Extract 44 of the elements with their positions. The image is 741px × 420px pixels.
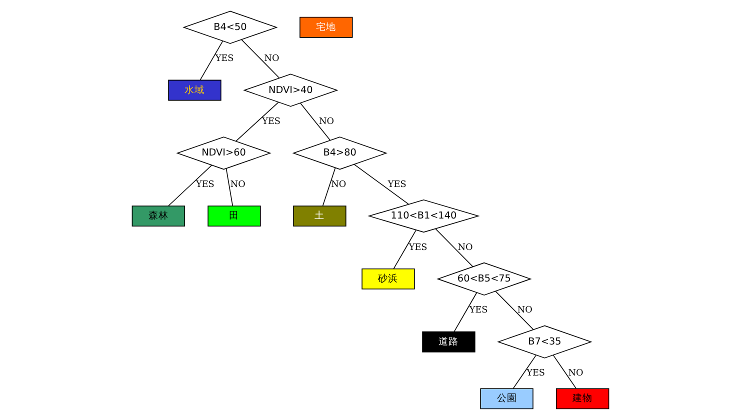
node-box: 公園 xyxy=(480,388,534,410)
connector xyxy=(435,228,474,268)
connector xyxy=(168,164,212,206)
connector xyxy=(552,354,576,389)
edge-label: NO xyxy=(319,116,334,127)
edge-label: NO xyxy=(230,180,246,190)
node-diamond: B4<50 xyxy=(182,10,278,44)
node-box: 土 xyxy=(293,206,346,227)
node-box: 森林 xyxy=(132,206,186,227)
node-diamond: B4>80 xyxy=(292,136,388,170)
node-box: 田 xyxy=(208,206,261,227)
node-diamond: NDVI>60 xyxy=(176,136,272,170)
connector xyxy=(200,40,224,80)
node-box: 宅地 xyxy=(300,16,353,38)
edge-label: NO xyxy=(517,306,532,316)
connector xyxy=(236,102,279,142)
connector xyxy=(512,354,536,389)
edge-label: YES xyxy=(262,116,281,127)
node-diamond: 110<B1<140 xyxy=(368,200,480,233)
connector xyxy=(226,168,234,206)
node-box: 道路 xyxy=(422,331,476,352)
node-diamond: 60<B5<75 xyxy=(436,262,532,296)
node-box: 建物 xyxy=(556,388,610,410)
connector xyxy=(454,292,478,332)
edge-label: YES xyxy=(469,306,488,316)
edge-label: NO xyxy=(264,54,280,64)
edge-label: YES xyxy=(215,54,234,64)
connector xyxy=(300,102,331,141)
edge-label: NO xyxy=(458,242,473,253)
connector xyxy=(354,164,409,205)
node-diamond: B7<35 xyxy=(497,325,592,358)
edge-label: YES xyxy=(388,180,406,190)
connector xyxy=(241,39,280,78)
edge-label: YES xyxy=(408,242,428,253)
node-diamond: NDVI>40 xyxy=(243,74,338,107)
connector xyxy=(322,167,336,206)
connector xyxy=(495,290,534,330)
node-box: 砂浜 xyxy=(362,268,415,290)
edge-label: YES xyxy=(526,368,545,379)
edge-label: YES xyxy=(196,180,214,190)
node-box: 水域 xyxy=(168,80,222,101)
edge-label: NO xyxy=(568,368,584,379)
edge-label: NO xyxy=(331,180,346,190)
connector xyxy=(393,230,416,270)
